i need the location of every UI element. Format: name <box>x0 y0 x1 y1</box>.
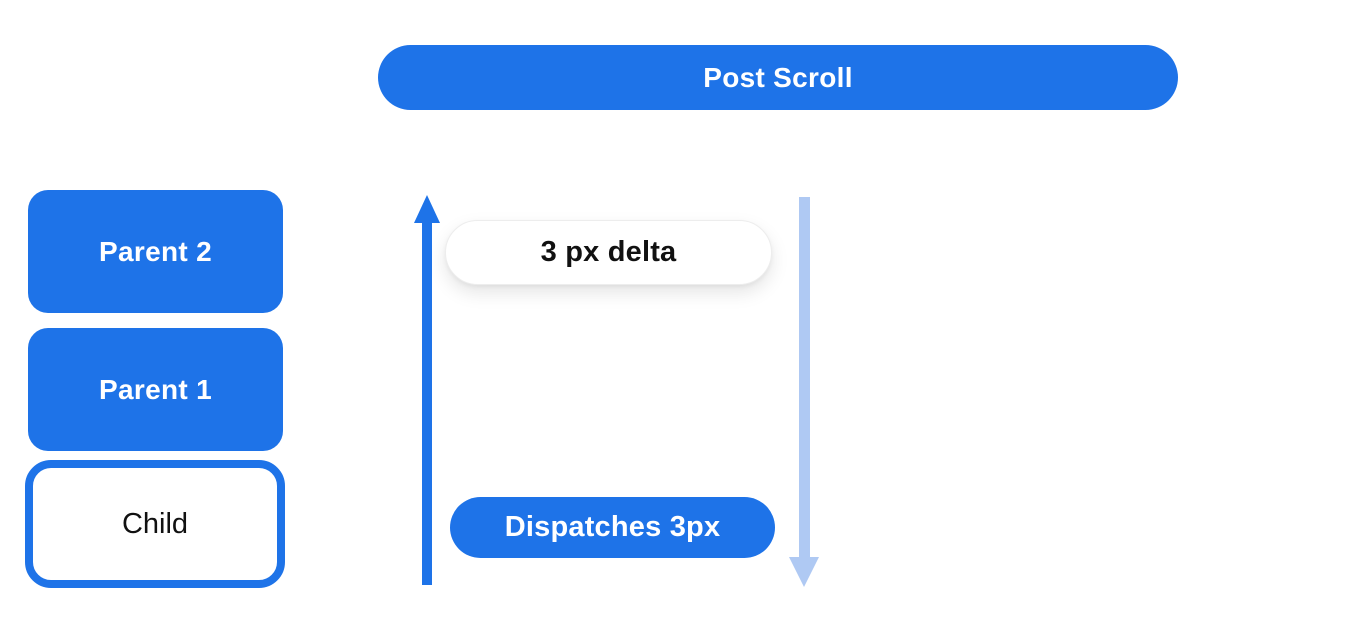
dispatch-pill-label: Dispatches 3px <box>504 511 721 543</box>
parent2-label: Parent 2 <box>99 235 212 267</box>
dispatch-pill: Dispatches 3px <box>450 497 775 558</box>
child-box: Child <box>25 460 285 588</box>
post-scroll-banner: Post Scroll <box>378 45 1178 110</box>
child-label: Child <box>121 507 189 540</box>
scroll-up-arrow-icon <box>412 195 442 585</box>
delta-pill: 3 px delta <box>445 220 772 285</box>
arrow-up-head <box>414 195 440 223</box>
arrow-down-head <box>789 557 819 587</box>
scroll-down-arrow-icon <box>788 197 820 587</box>
parent2-box: Parent 2 <box>28 190 283 313</box>
parent1-label: Parent 1 <box>99 373 212 405</box>
post-scroll-label: Post Scroll <box>703 61 853 93</box>
parent1-box: Parent 1 <box>28 328 283 451</box>
arrow-up-shaft <box>422 221 432 585</box>
arrow-down-shaft <box>798 197 810 559</box>
delta-pill-label: 3 px delta <box>540 236 677 268</box>
